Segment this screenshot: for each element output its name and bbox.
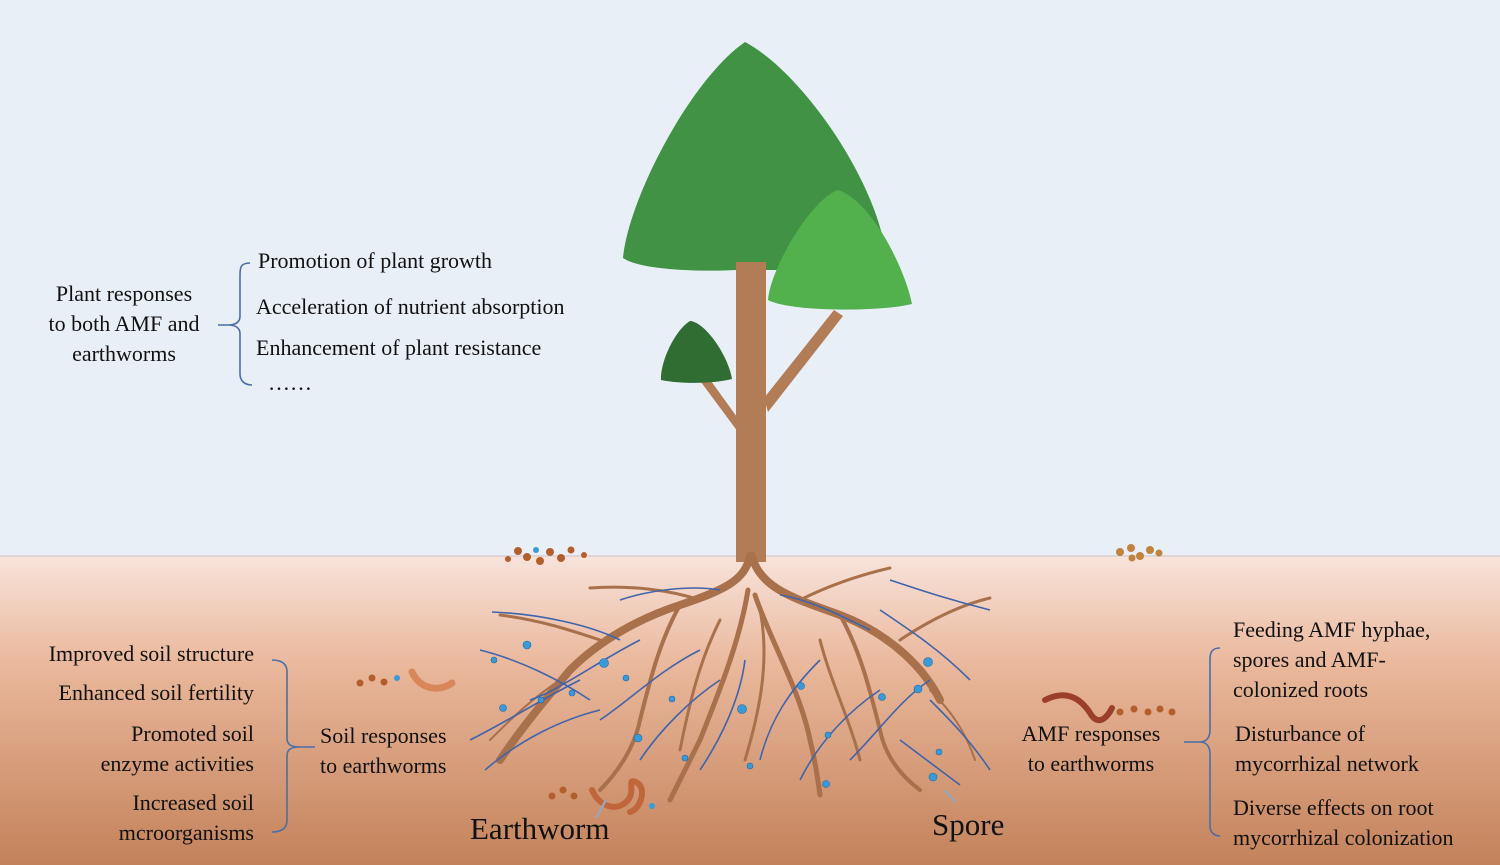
worm-bottom [548, 778, 655, 819]
amf-item: mycorrhizal colonization [1233, 825, 1454, 850]
soil-item: Improved soil structure [48, 641, 254, 666]
tree-trunk [736, 262, 766, 562]
amf-item: mycorrhizal network [1235, 751, 1419, 776]
tree [623, 42, 912, 562]
spore-dot [537, 696, 545, 704]
surface-casts-right [1116, 544, 1163, 562]
earthworm-pointer-arrow [594, 799, 608, 819]
spore-dot [913, 684, 923, 694]
spore-dot [923, 657, 933, 667]
tree-branch-left [698, 374, 742, 432]
amf-heading: AMF responses to earthworms [1006, 719, 1176, 779]
plant-heading-line: earthworms [72, 341, 176, 366]
spore-dot [797, 682, 805, 690]
spore-dot [822, 780, 830, 788]
spore-dot [633, 733, 643, 743]
soil-bracket [271, 659, 315, 833]
amf-item: colonized roots [1233, 677, 1369, 702]
canopy-right [768, 190, 912, 310]
spore-label: Spore [932, 807, 1005, 842]
worm-left-upper [356, 668, 456, 692]
root-system [489, 552, 992, 803]
spore-dot [928, 772, 938, 782]
soil-item: Increased soil [132, 790, 254, 815]
spore-dot [622, 674, 630, 682]
spore-dot [599, 658, 609, 668]
earthworm-label: Earthworm [470, 811, 610, 846]
soil-item: Promoted soil [131, 721, 254, 746]
amf-item: Disturbance of [1235, 721, 1366, 746]
plant-heading: Plant responses to both AMF and earthwor… [26, 279, 222, 369]
spore-dot [824, 731, 832, 739]
plant-item: Promotion of plant growth [258, 248, 493, 273]
soil-heading-line: to earthworms [320, 753, 447, 778]
spore-dot [935, 748, 943, 756]
plant-item: Enhancement of plant resistance [256, 335, 542, 360]
soil-item: enzyme activities [100, 751, 254, 776]
plant-bracket [218, 262, 253, 386]
spore-dot [681, 754, 689, 762]
spore-dot [568, 689, 576, 697]
spore-pointer-arrow [943, 789, 957, 803]
soil-background [0, 556, 1500, 865]
worm-right [1042, 692, 1176, 724]
spore-dot [668, 695, 676, 703]
plant-heading-line: to both AMF and [48, 311, 200, 336]
spore-dot [737, 704, 747, 714]
spore-dot [499, 704, 507, 712]
amf-bracket [1184, 647, 1221, 837]
soil-item: Enhanced soil fertility [58, 680, 255, 705]
amf-heading-line: AMF responses [1021, 721, 1161, 746]
amf-item: Feeding AMF hyphae, [1233, 617, 1431, 642]
amf-item: spores and AMF- [1233, 647, 1386, 672]
plant-item: Acceleration of nutrient absorption [256, 294, 565, 319]
spore-dot [490, 656, 498, 664]
plant-heading-line: Plant responses [55, 281, 193, 306]
surface-casts-left [505, 546, 587, 565]
spore-dot [746, 762, 754, 770]
spores [490, 640, 943, 788]
amf-heading-line: to earthworms [1027, 751, 1155, 776]
amf-item: Diverse effects on root [1233, 795, 1434, 820]
soil-heading-line: Soil responses [320, 723, 447, 748]
spore-dot [522, 640, 532, 650]
soil-item: mcroorganisms [118, 820, 254, 845]
spore-dot [878, 693, 886, 701]
tree-branch-right [764, 310, 843, 412]
soil-heading: Soil responses to earthworms [320, 721, 447, 781]
canopy-small [660, 321, 732, 383]
plant-item: …… [268, 370, 312, 395]
